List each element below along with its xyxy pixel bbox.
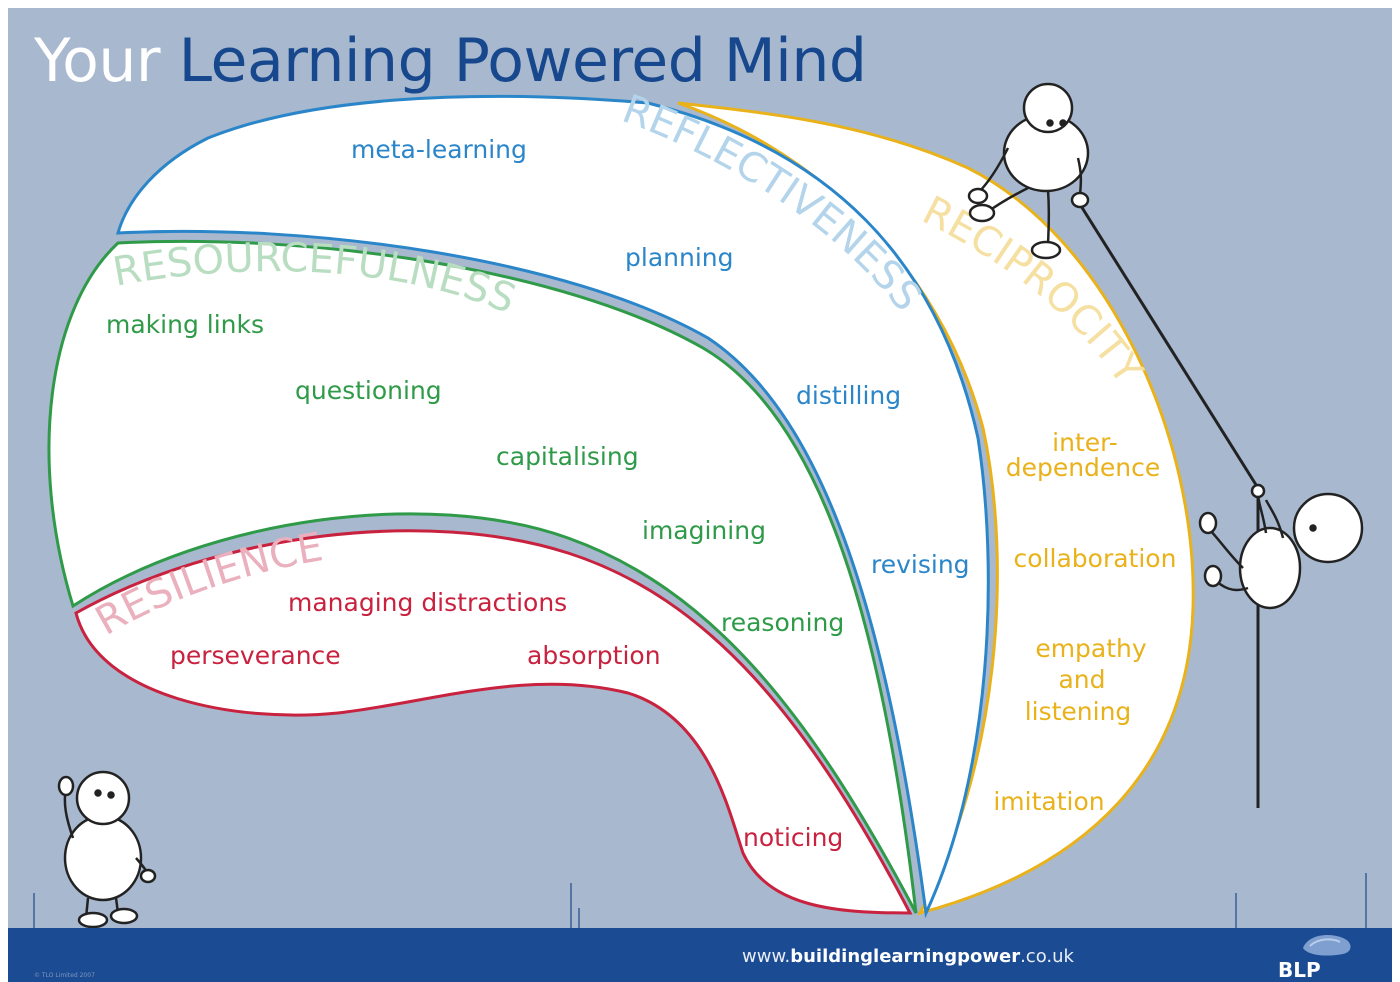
resilience-region bbox=[74, 529, 913, 915]
item-perseverance: perseverance bbox=[170, 641, 341, 670]
item-capitalising: capitalising bbox=[496, 442, 639, 471]
item-absorption: absorption bbox=[527, 641, 661, 670]
item-distilling: distilling bbox=[796, 381, 901, 410]
waving-figure bbox=[57, 770, 157, 928]
title-main: Learning Powered Mind bbox=[178, 26, 867, 96]
poster-title: Your Learning Powered Mind bbox=[34, 26, 867, 96]
learning-mind-diagram: REFLECTIVENESS RESOURCEFULNESS RESILIENC… bbox=[33, 82, 1367, 928]
item-imagining: imagining bbox=[642, 516, 766, 545]
url-main: buildinglearningpower bbox=[790, 946, 1021, 967]
item-noticing: noticing bbox=[743, 823, 843, 852]
blp-logo: BLP bbox=[1278, 958, 1321, 982]
item-and: and bbox=[1058, 665, 1105, 694]
item-reasoning: reasoning bbox=[721, 608, 844, 637]
item-making-links: making links bbox=[106, 310, 264, 339]
reciprocity-region bbox=[677, 101, 1195, 916]
url-prefix: www. bbox=[742, 946, 791, 967]
climbing-rope bbox=[1074, 197, 1260, 489]
item-meta-learning: meta-learning bbox=[351, 135, 527, 164]
poster: Your Learning Powered Mind REFLECTIVENES… bbox=[8, 8, 1392, 982]
url-suffix: .co.uk bbox=[1020, 946, 1074, 967]
item-imitation: imitation bbox=[993, 787, 1104, 816]
title-your: Your bbox=[34, 26, 161, 96]
climbing-figure-top bbox=[967, 82, 1090, 260]
resourcefulness-region bbox=[47, 239, 918, 914]
item-revising: revising bbox=[871, 550, 970, 579]
reflectiveness-region bbox=[115, 94, 990, 919]
item-empathy: empathy bbox=[1035, 634, 1147, 663]
item-dependence: dependence bbox=[1006, 453, 1161, 482]
blp-logo-icon bbox=[1303, 935, 1351, 956]
item-planning: planning bbox=[625, 243, 733, 272]
item-questioning: questioning bbox=[295, 376, 442, 405]
hanging-figure bbox=[1198, 483, 1364, 610]
item-inter: inter- bbox=[1052, 428, 1118, 457]
footer-bar: © TLO Limited 2007 www.buildinglearningp… bbox=[8, 928, 1392, 982]
item-collaboration: collaboration bbox=[1014, 544, 1177, 573]
copyright-text: © TLO Limited 2007 bbox=[34, 972, 95, 979]
item-managing-distractions: managing distractions bbox=[288, 588, 567, 617]
item-listening: listening bbox=[1025, 697, 1132, 726]
website-link[interactable]: www.buildinglearningpower.co.uk bbox=[742, 946, 1074, 967]
